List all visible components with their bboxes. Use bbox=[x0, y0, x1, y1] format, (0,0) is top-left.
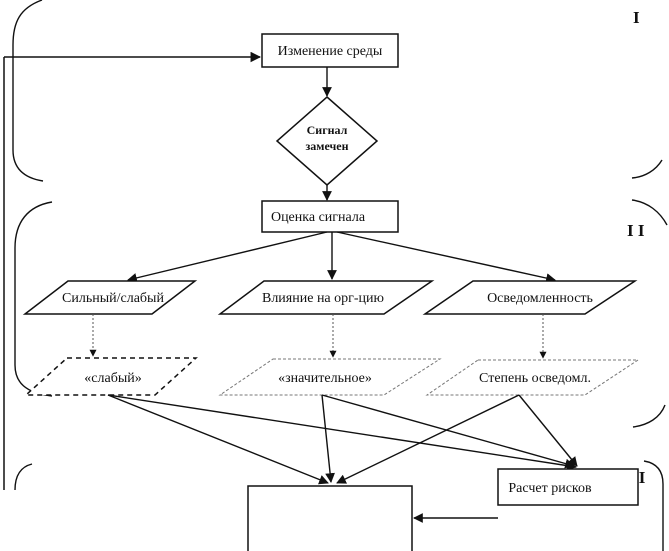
node-signal-noticed: Сигнал замечен bbox=[275, 96, 379, 186]
feedback-loop-arrow bbox=[3, 51, 262, 490]
edge-degree-to-result bbox=[336, 394, 520, 484]
node-weak-value: «слабый» bbox=[24, 357, 198, 396]
section-bracket-I bbox=[12, 0, 663, 182]
node-env-change-label: Изменение среды bbox=[278, 44, 383, 59]
node-risk-calc: Расчет рисков bbox=[497, 468, 639, 506]
node-risk-calc-label: Расчет рисков bbox=[508, 481, 592, 496]
section-bracket-III bbox=[14, 460, 664, 551]
edge-degree-to-risk bbox=[518, 394, 578, 467]
node-org-impact: Влияние на орг-цию bbox=[217, 280, 435, 315]
node-awareness-degree: Степень осведомл. bbox=[425, 359, 640, 396]
node-org-impact-label: Влияние на орг-цию bbox=[262, 291, 384, 306]
node-significant-value-label: «значительное» bbox=[278, 371, 372, 386]
node-env-change: Изменение среды bbox=[261, 33, 399, 68]
node-awareness-degree-label: Степень осведомл. bbox=[479, 371, 591, 386]
edge-weak-to-risk bbox=[107, 394, 577, 471]
node-significant-value: «значительное» bbox=[218, 358, 442, 396]
section-label-II: I I bbox=[627, 221, 645, 240]
node-signal-eval-label: Оценка сигнала bbox=[271, 210, 366, 225]
edge-significant-to-result bbox=[321, 394, 335, 483]
edge-eval-to-awareness bbox=[336, 231, 556, 283]
node-awareness: Осведомленность bbox=[422, 280, 638, 315]
node-result-box bbox=[247, 485, 413, 551]
node-awareness-label: Осведомленность bbox=[487, 291, 593, 306]
section-label-I: I bbox=[633, 8, 640, 27]
edge-significant-to-risk bbox=[321, 394, 575, 469]
edge-eval-to-strong-weak bbox=[127, 231, 328, 283]
node-weak-value-label: «слабый» bbox=[84, 371, 141, 386]
node-signal-eval: Оценка сигнала bbox=[261, 200, 399, 233]
node-strong-weak-label: Сильный/слабый bbox=[62, 291, 164, 306]
edge-weak-to-result bbox=[107, 394, 329, 485]
node-signal-noticed-line1: Сигнал bbox=[307, 123, 348, 137]
node-strong-weak: Сильный/слабый bbox=[22, 280, 198, 315]
node-signal-noticed-line2: замечен bbox=[305, 139, 348, 153]
